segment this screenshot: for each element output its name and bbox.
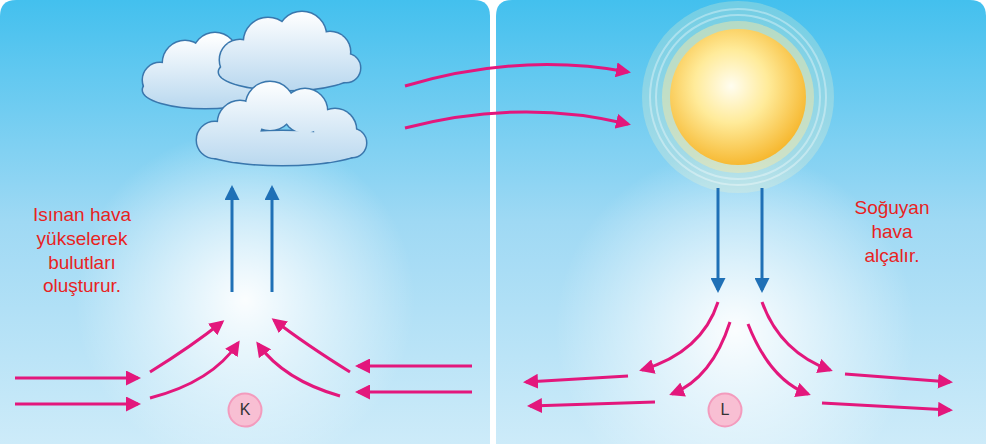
left-panel-glow [0,0,490,444]
cloud [219,12,360,90]
letter-circle: K [227,392,263,428]
node-letter: K [240,401,251,419]
diverging-wind-arrow [526,302,950,410]
caption-text: Soğuyan hava alçalır. [842,196,942,267]
letter-circle: L [707,392,743,428]
sinking-air-arrow [718,188,762,290]
caption-text: Isınan hava yükselerek bulutları oluştur… [18,203,146,298]
cloud [197,82,366,165]
converging-wind-arrow [15,320,472,404]
sun [642,1,834,193]
circle-shape [709,394,742,427]
air-flow-arrow [405,65,628,128]
rising-air-arrow [232,188,272,292]
node-letter: L [721,401,730,419]
circle-shape [229,394,262,427]
left-panel [0,0,490,444]
